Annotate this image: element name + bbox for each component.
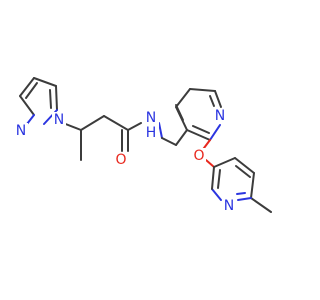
pyridine-ring-lower [205, 157, 272, 213]
bond [25, 82, 38, 99]
bond [158, 122, 163, 139]
bond [250, 197, 272, 213]
bond [211, 166, 215, 190]
pyrazole-ring [19, 77, 58, 125]
pyrazole-nitrogen-label: N [16, 123, 26, 139]
bond [211, 188, 222, 201]
atom-labels: N N O N H N O N [14, 108, 236, 214]
ether-oxygen-label: O [193, 148, 204, 164]
bond [205, 159, 215, 168]
bond [250, 172, 255, 199]
bond [175, 129, 188, 146]
bond [26, 114, 35, 125]
bond [213, 157, 236, 168]
amide-hydrogen-label: H [146, 125, 157, 141]
bond [217, 169, 221, 189]
bond [237, 197, 252, 201]
bond [236, 192, 246, 195]
bond [161, 137, 177, 146]
bond [55, 85, 58, 111]
pyridine-nitrogen-label: N [224, 198, 234, 214]
bond [175, 104, 184, 121]
bond [209, 124, 221, 141]
bond [214, 90, 222, 108]
bond [49, 89, 52, 109]
bond [234, 157, 255, 174]
bond [80, 115, 105, 131]
pyrazole-nitrogen-label: N [54, 112, 64, 128]
bond [175, 88, 191, 108]
bond [209, 95, 215, 107]
bond [19, 77, 35, 97]
bond [186, 129, 211, 141]
bond [189, 88, 216, 92]
molecule-diagram: N N O N H N O N [14, 77, 272, 214]
amide-nitrogen-label: N [146, 110, 156, 126]
bond [127, 122, 142, 131]
bond [192, 125, 210, 134]
bond [33, 77, 57, 87]
bond [235, 165, 251, 178]
bond [19, 95, 35, 116]
pyridine-nitrogen-label: N [215, 108, 225, 124]
carbonyl-oxygen-label: O [115, 152, 126, 168]
bond [103, 115, 129, 131]
structure-svg: N N O N H N O N [14, 77, 272, 214]
